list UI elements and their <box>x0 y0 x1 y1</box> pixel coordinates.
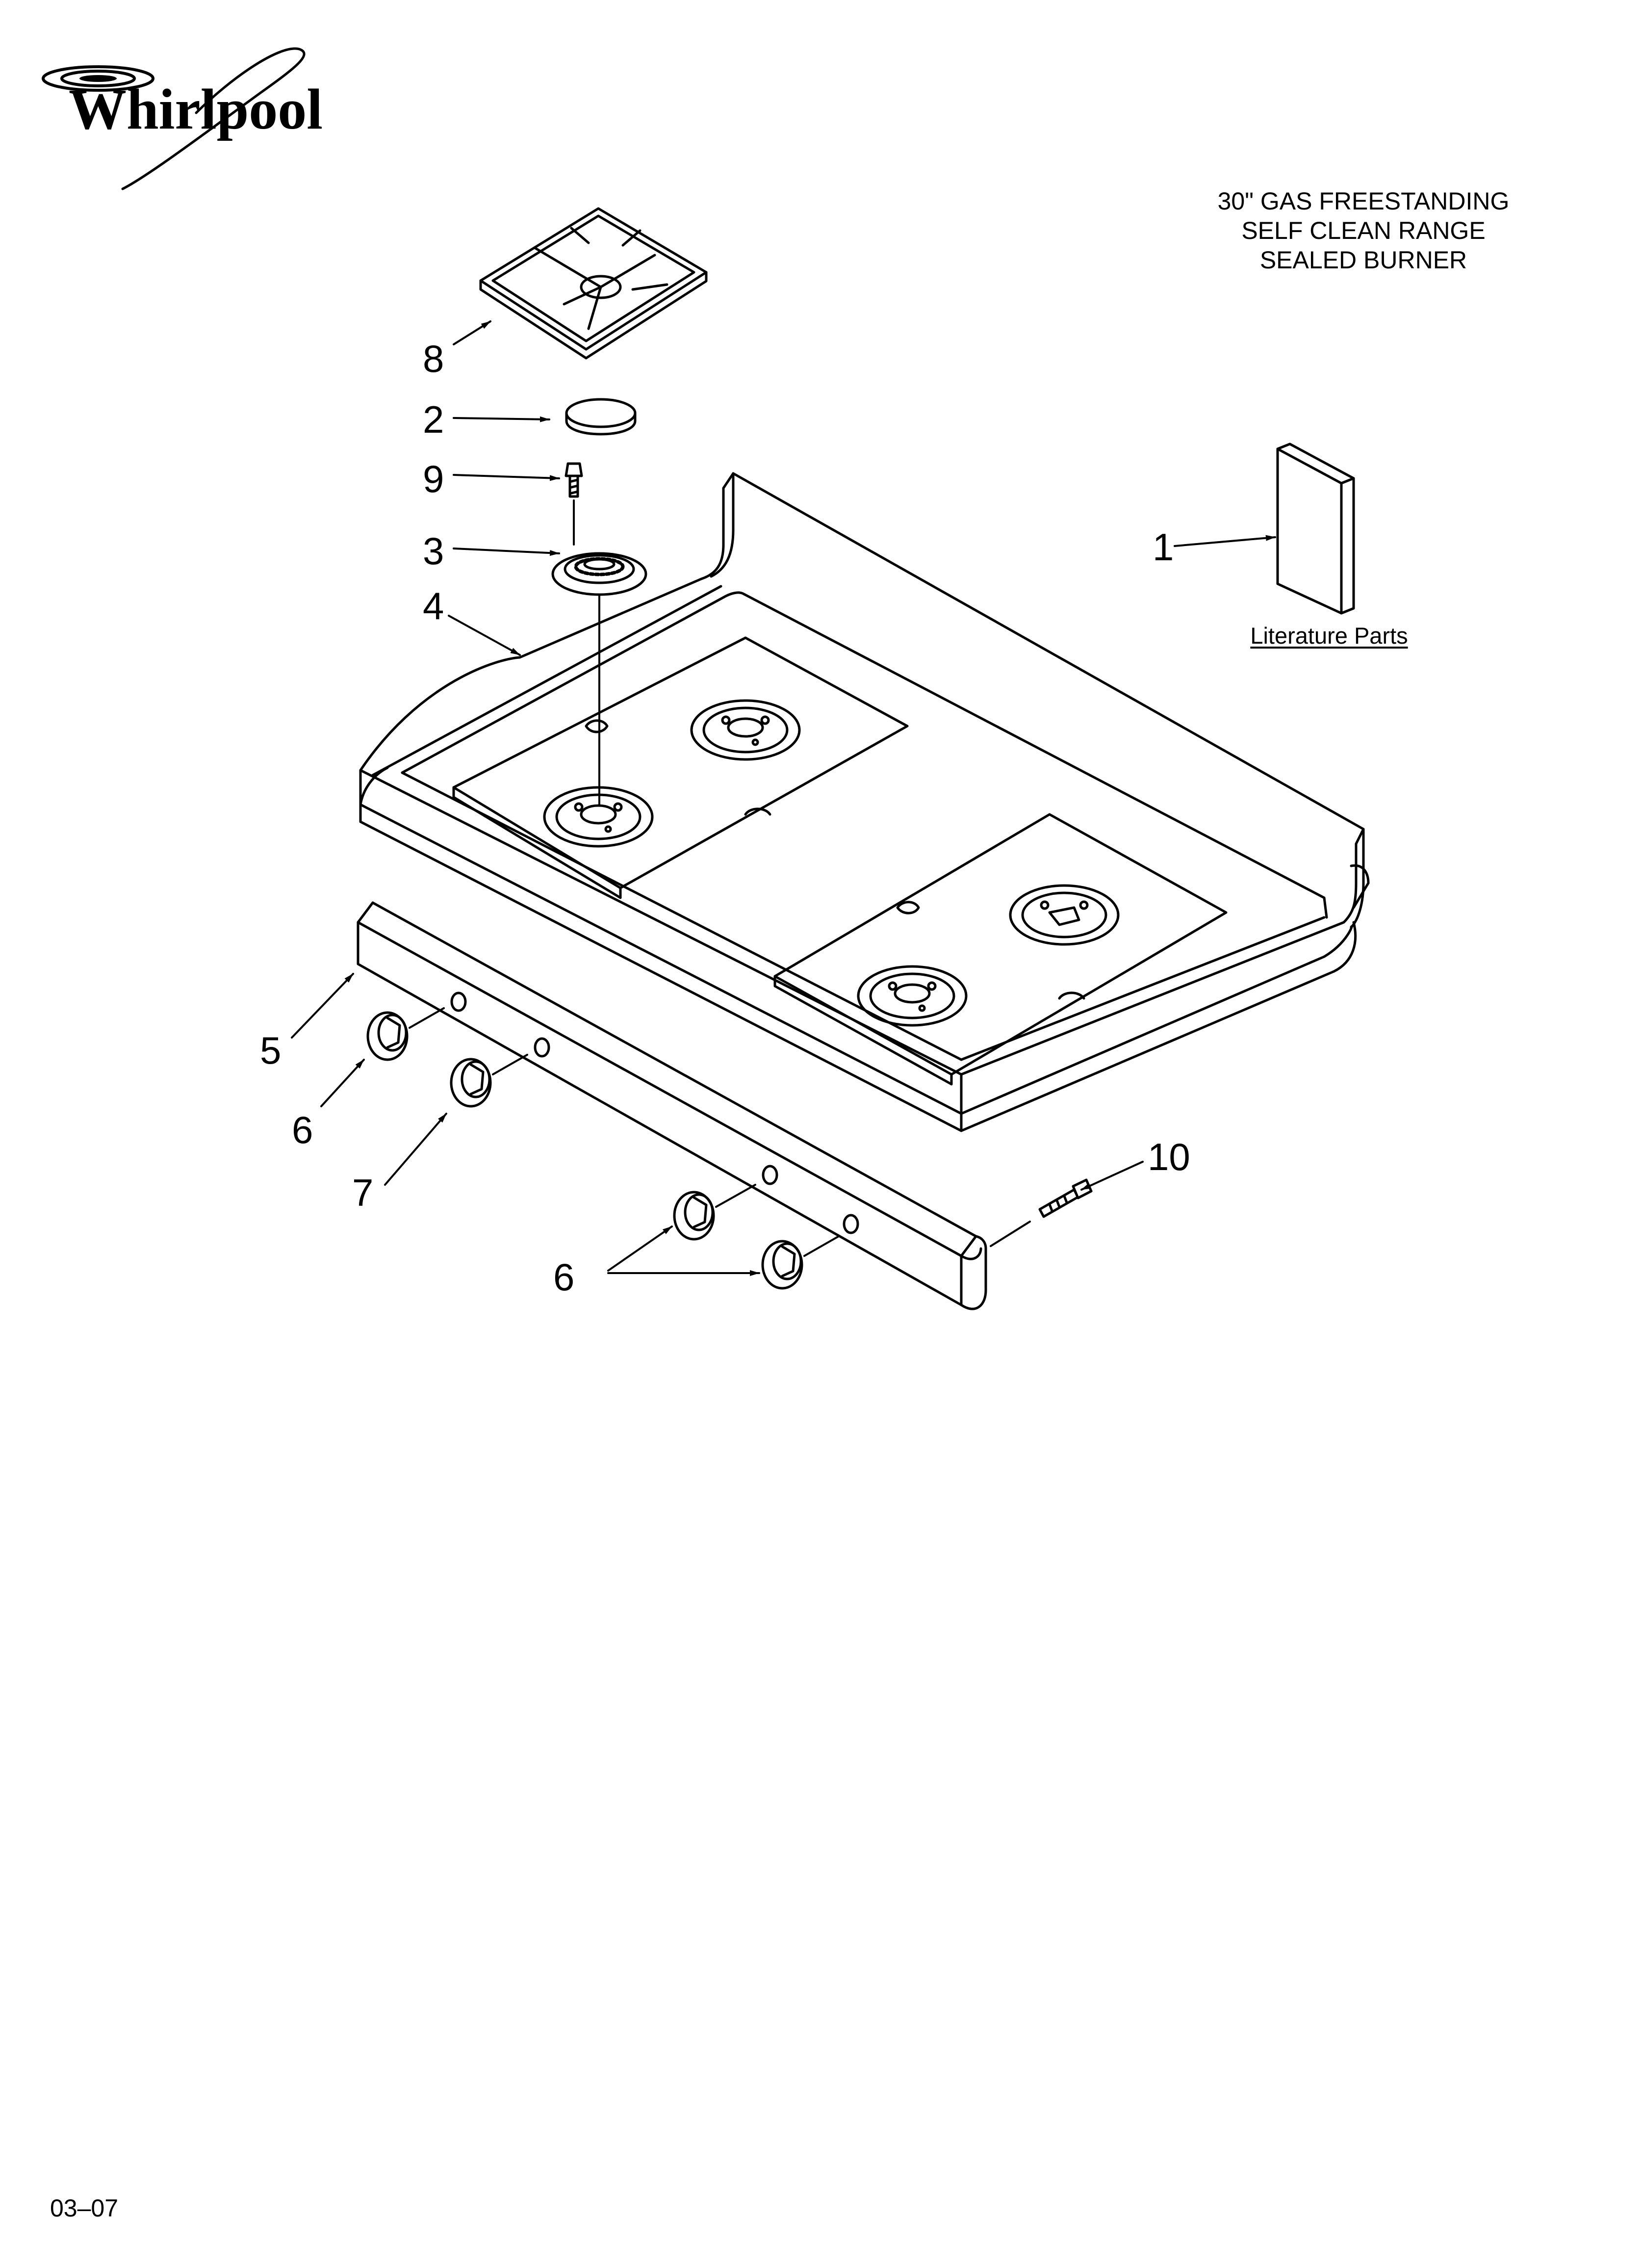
burner-cap <box>565 398 637 436</box>
burner-head-right-rear <box>1009 884 1120 946</box>
burner-screw <box>564 462 583 546</box>
literature-parts-label: Literature Parts <box>1250 623 1408 649</box>
arrow-6a <box>320 1059 365 1107</box>
control-knob-4 <box>761 1235 840 1290</box>
arrow-3 <box>453 547 560 556</box>
control-knob-1 <box>366 1007 445 1061</box>
title-line-2: SELF CLEAN RANGE <box>1241 217 1486 244</box>
callout-5: 5 <box>260 1029 281 1072</box>
cooktop <box>359 472 1370 1132</box>
callout-4: 4 <box>423 584 444 627</box>
callout-10: 10 <box>1148 1135 1190 1178</box>
arrow-8 <box>453 320 491 345</box>
whirlpool-logo: Whirlpool <box>42 47 323 190</box>
callout-7: 7 <box>352 1171 373 1214</box>
title-line-1: 30" GAS FREESTANDING <box>1217 187 1510 215</box>
callout-6b: 6 <box>553 1255 574 1299</box>
model-title: 30" GAS FREESTANDING SELF CLEAN RANGE SE… <box>1143 186 1584 275</box>
revision-code: 03–07 <box>50 2194 119 2222</box>
panel-screw <box>990 1178 1093 1247</box>
burner-head-right-front <box>857 965 968 1027</box>
arrow-1 <box>1174 535 1276 547</box>
callout-2: 2 <box>423 398 444 441</box>
arrow-5 <box>291 973 354 1039</box>
literature-booklet <box>1276 443 1355 615</box>
logo-wordmark: Whirlpool <box>69 77 323 141</box>
leader-arrows <box>291 320 1276 1276</box>
callout-3: 3 <box>423 529 444 573</box>
burner-head-left-front <box>543 786 654 848</box>
arrow-9 <box>453 474 560 481</box>
arrow-4 <box>448 615 521 656</box>
arrow-7 <box>384 1113 447 1186</box>
control-knob-2 <box>450 1054 528 1108</box>
arrow-2 <box>453 416 550 422</box>
arrow-10 <box>1080 1161 1144 1191</box>
callout-1: 1 <box>1153 525 1174 569</box>
control-knob-3 <box>673 1184 756 1241</box>
callout-9: 9 <box>423 457 444 500</box>
title-line-3: SEALED BURNER <box>1259 246 1467 274</box>
logo-swirl-icon <box>42 47 306 190</box>
callout-6a: 6 <box>292 1108 313 1151</box>
burner-base <box>551 552 647 806</box>
burner-grate <box>479 207 708 360</box>
burner-head-left-rear <box>690 699 801 761</box>
callout-numbers: 8 2 9 3 4 1 5 6 7 10 6 <box>260 337 1190 1299</box>
callout-8: 8 <box>423 337 444 380</box>
arrow-6b-upper <box>607 1225 673 1272</box>
manifold-panel <box>357 901 987 1310</box>
